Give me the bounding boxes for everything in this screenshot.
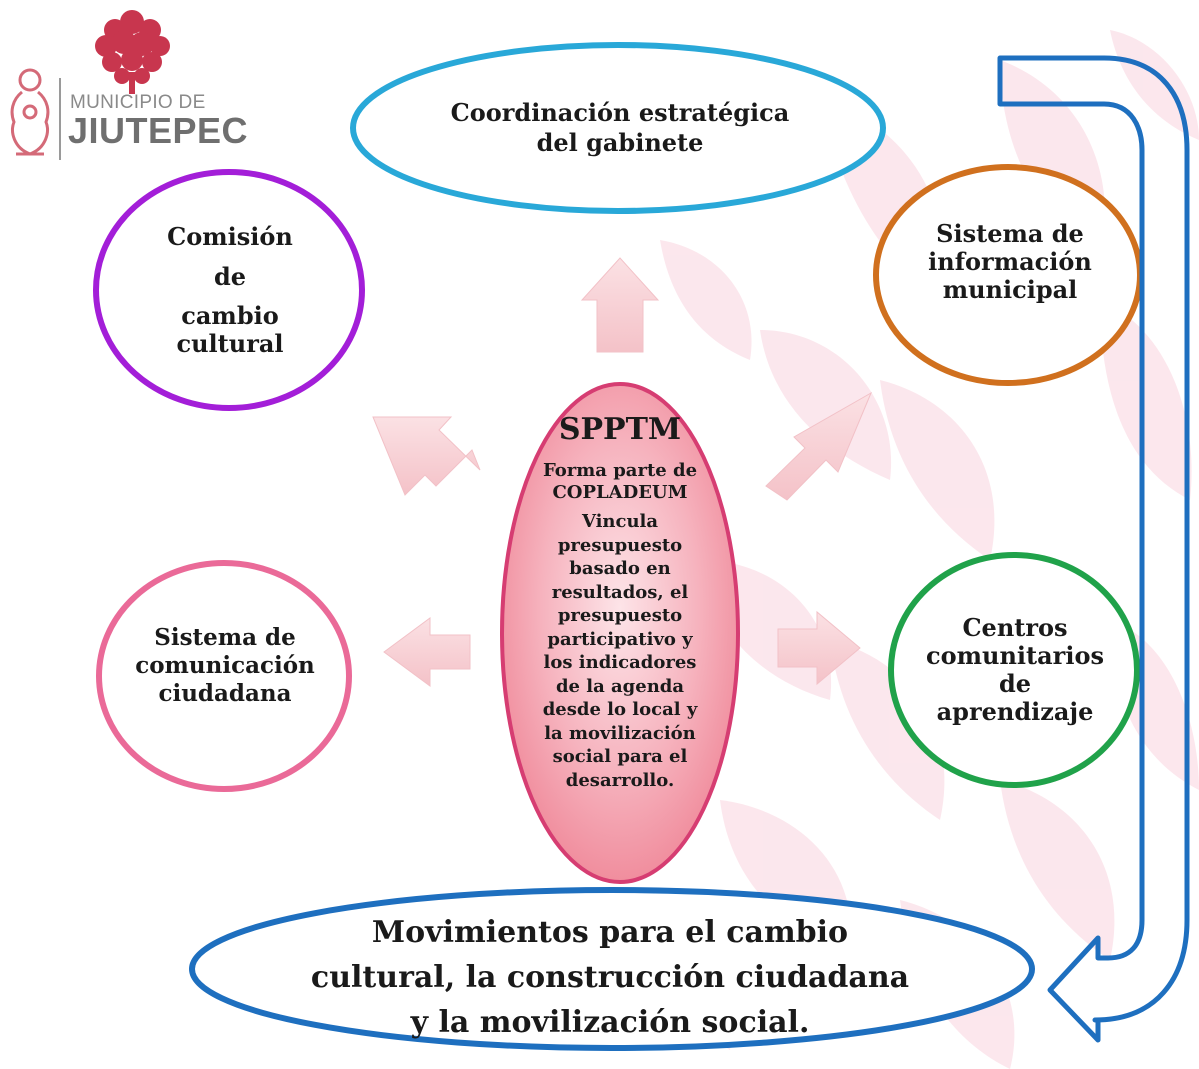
- arrow-up-left: [372, 416, 481, 496]
- logo-figure-icon: [10, 68, 50, 156]
- node-movimientos: Movimientos para el cambio cultural, la …: [310, 915, 910, 1040]
- node-sistema-informacion: Sistema de información municipal: [928, 219, 1092, 304]
- node-comision-line3: cambio cultural: [176, 301, 284, 358]
- node-comision-line1: Comisión: [167, 222, 293, 251]
- left-bottom-circle: [96, 560, 352, 792]
- center-line1: Forma parte de COPLADEUM: [542, 460, 698, 503]
- center-line2: Vincula presupuesto basado en resultados…: [542, 511, 698, 791]
- node-sistema-comunicacion: Sistema de comunicación ciudadana: [135, 624, 315, 707]
- center-title: SPPTM: [558, 412, 682, 447]
- logo-jiutepec-text: JIUTEPEC: [68, 110, 249, 151]
- logo-municipio-text: MUNICIPIO DE: [70, 92, 206, 113]
- logo-tree-icon: [95, 10, 170, 94]
- arrow-right: [777, 610, 861, 686]
- node-comision-line2: de: [213, 262, 247, 291]
- bottom-ellipse: [189, 887, 1035, 1051]
- logo: [10, 10, 170, 160]
- node-coordinacion: Coordinación estratégica del gabinete: [450, 98, 790, 157]
- top-ellipse: [350, 42, 886, 214]
- arrow-left: [383, 617, 471, 687]
- center-node: SPPTM Forma parte de COPLADEUM Vincula p…: [537, 412, 703, 792]
- center-ellipse: [500, 382, 740, 884]
- node-comision: Comisión de cambio cultural: [130, 222, 330, 358]
- arrows: [372, 257, 873, 687]
- arrow-up: [580, 257, 660, 353]
- return-arrow: [997, 55, 1190, 1043]
- right-bottom-circle: [888, 552, 1140, 788]
- left-top-circle: [93, 169, 365, 411]
- node-centros-comunitarios: Centros comunitarios de aprendizaje: [926, 613, 1104, 726]
- arrow-up-right: [765, 391, 873, 501]
